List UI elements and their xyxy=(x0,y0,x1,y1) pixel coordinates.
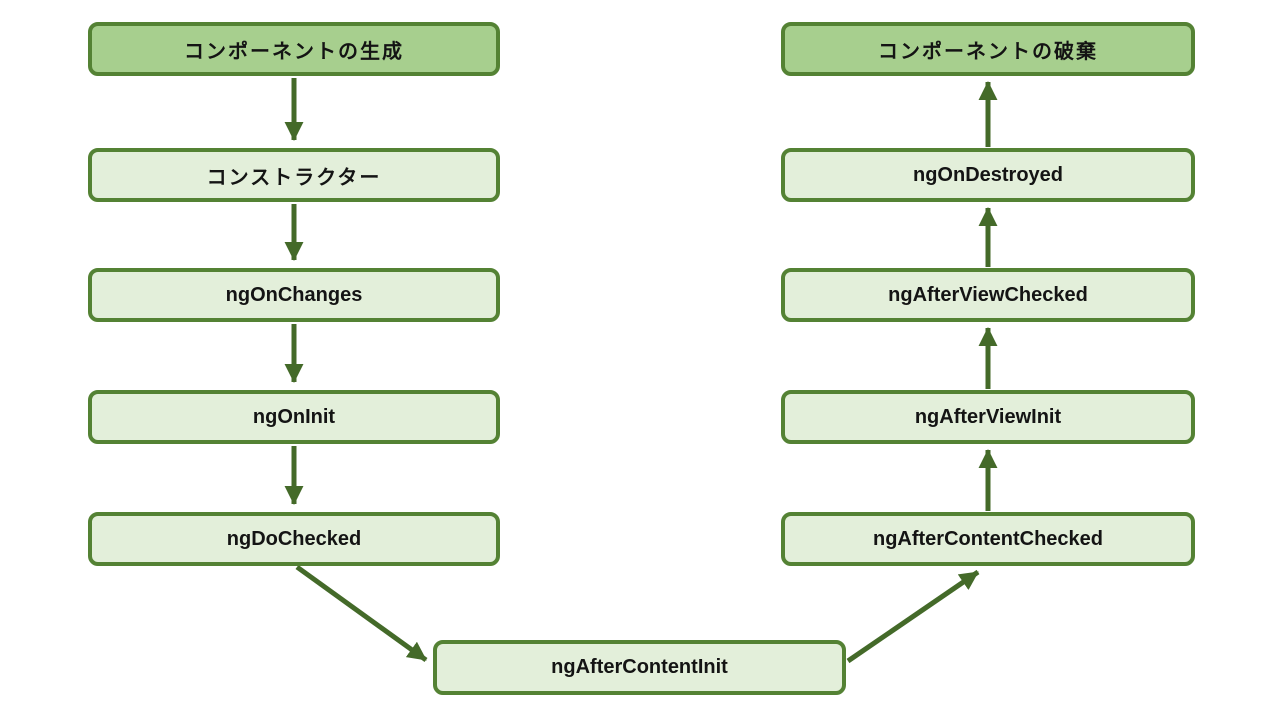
node-ngdochecked: ngDoChecked xyxy=(88,512,500,566)
node-ngoninit: ngOnInit xyxy=(88,390,500,444)
node-component-creation: コンポーネントの生成 xyxy=(88,22,500,76)
node-ngaftercontentinit: ngAfterContentInit xyxy=(433,640,846,695)
node-constructor: コンストラクター xyxy=(88,148,500,202)
node-ngafterviewchecked: ngAfterViewChecked xyxy=(781,268,1195,322)
node-ngafterviewinit: ngAfterViewInit xyxy=(781,390,1195,444)
arrow-ngaftercontentinit-to-ngaftercontentchecked xyxy=(846,569,980,664)
node-ngonchanges: ngOnChanges xyxy=(88,268,500,322)
node-ngondestroyed: ngOnDestroyed xyxy=(781,148,1195,202)
arrow-ngdochecked-to-ngaftercontentinit xyxy=(295,564,428,663)
node-ngaftercontentchecked: ngAfterContentChecked xyxy=(781,512,1195,566)
node-component-destruction: コンポーネントの破棄 xyxy=(781,22,1195,76)
